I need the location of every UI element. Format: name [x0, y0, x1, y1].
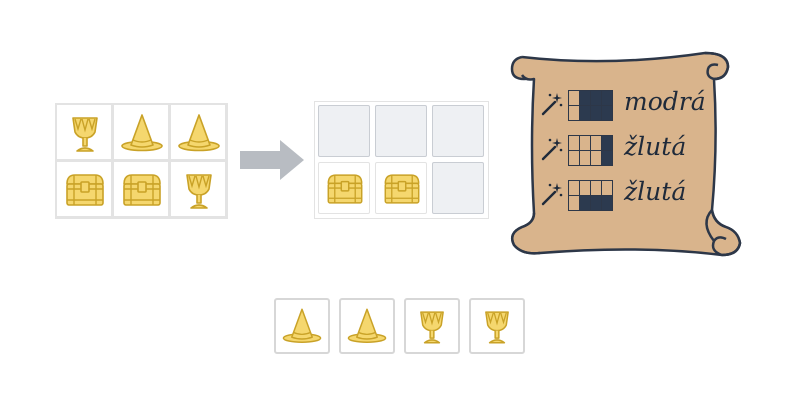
rule-pattern-cell — [602, 181, 612, 195]
rule-pattern-cell — [591, 136, 601, 150]
cup-icon: .f{fill:#e9ecef;stroke:#5a6270;stroke-wi… — [171, 162, 227, 218]
rule-pattern-cell — [591, 181, 601, 195]
rule-pattern — [568, 90, 613, 121]
rule-pattern-cell — [591, 151, 601, 165]
choice-blue-hat[interactable]: .f{fill:#5b9bd5;stroke:#2f6ea8;stroke-wi… — [339, 298, 395, 354]
rule-pattern-cell — [569, 196, 579, 210]
rule-pattern-cell — [569, 151, 579, 165]
source-cell: .f{fill:#e9ecef;stroke:#5a6270;stroke-wi… — [56, 161, 112, 217]
rule-pattern-cell — [580, 136, 590, 150]
rule-pattern-cell — [569, 181, 579, 195]
source-cell: .f{fill:#e9ecef;stroke:#5a6270;stroke-wi… — [170, 104, 226, 160]
choice-yellow-cup[interactable]: .f{fill:#f5d76e;stroke:#c9a227;stroke-wi… — [469, 298, 525, 354]
rule-pattern-cell — [569, 106, 579, 120]
arrow-right-icon — [240, 140, 304, 180]
rule-pattern-cell — [602, 196, 612, 210]
chest-icon: .f{fill:#e9ecef;stroke:#5a6270;stroke-wi… — [114, 162, 170, 218]
target-cell-empty[interactable] — [375, 105, 427, 157]
target-cell-empty[interactable] — [432, 162, 484, 214]
rule-pattern — [568, 135, 613, 166]
chest-icon: .f{fill:#f5d76e;stroke:#c9a227;stroke-wi… — [319, 163, 371, 215]
cup-icon: .f{fill:#f5d76e;stroke:#c9a227;stroke-wi… — [471, 300, 523, 352]
rule-color-word: žlutá — [624, 177, 687, 206]
choice-yellow-hat[interactable]: .f{fill:#f5d76e;stroke:#c9a227;stroke-wi… — [274, 298, 330, 354]
rule-pattern — [568, 180, 613, 211]
hat-icon: .f{fill:#e9ecef;stroke:#5a6270;stroke-wi… — [114, 105, 170, 161]
rule-color-word: žlutá — [624, 132, 687, 161]
rule-pattern-cell — [591, 91, 601, 105]
target-cell-empty[interactable] — [318, 105, 370, 157]
rule-pattern-cell — [602, 151, 612, 165]
rule-pattern-cell — [591, 106, 601, 120]
rule-pattern-cell — [591, 196, 601, 210]
rule-pattern-cell — [602, 136, 612, 150]
target-cell-empty[interactable] — [432, 105, 484, 157]
rule-pattern-cell — [580, 151, 590, 165]
cup-icon: .f{fill:#5b9bd5;stroke:#2f6ea8;stroke-wi… — [406, 300, 458, 352]
chest-icon: .f{fill:#f5d76e;stroke:#c9a227;stroke-wi… — [376, 163, 428, 215]
source-cell: .f{fill:#e9ecef;stroke:#5a6270;stroke-wi… — [113, 104, 169, 160]
source-cell: .f{fill:#e9ecef;stroke:#5a6270;stroke-wi… — [113, 161, 169, 217]
rule-pattern-cell — [569, 91, 579, 105]
hat-icon: .f{fill:#f5d76e;stroke:#c9a227;stroke-wi… — [276, 300, 328, 352]
cup-icon: .f{fill:#e9ecef;stroke:#5a6270;stroke-wi… — [57, 105, 113, 161]
hat-icon: .f{fill:#e9ecef;stroke:#5a6270;stroke-wi… — [171, 105, 227, 161]
rule-pattern-cell — [580, 91, 590, 105]
magic-wand-icon — [540, 181, 564, 211]
chest-icon: .f{fill:#e9ecef;stroke:#5a6270;stroke-wi… — [57, 162, 113, 218]
magic-wand-icon — [540, 136, 564, 166]
target-cell: .f{fill:#f5d76e;stroke:#c9a227;stroke-wi… — [318, 162, 370, 214]
source-cell: .f{fill:#e9ecef;stroke:#5a6270;stroke-wi… — [170, 161, 226, 217]
magic-wand-icon — [540, 91, 564, 121]
choice-blue-cup[interactable]: .f{fill:#5b9bd5;stroke:#2f6ea8;stroke-wi… — [404, 298, 460, 354]
source-cell: .f{fill:#e9ecef;stroke:#5a6270;stroke-wi… — [56, 104, 112, 160]
rule-pattern-cell — [580, 106, 590, 120]
rule-pattern-cell — [569, 136, 579, 150]
rule-pattern-cell — [580, 181, 590, 195]
target-cell: .f{fill:#f5d76e;stroke:#c9a227;stroke-wi… — [375, 162, 427, 214]
hat-icon: .f{fill:#5b9bd5;stroke:#2f6ea8;stroke-wi… — [341, 300, 393, 352]
rule-color-word: modrá — [624, 87, 706, 116]
rule-pattern-cell — [602, 91, 612, 105]
rule-pattern-cell — [602, 106, 612, 120]
rule-pattern-cell — [580, 196, 590, 210]
